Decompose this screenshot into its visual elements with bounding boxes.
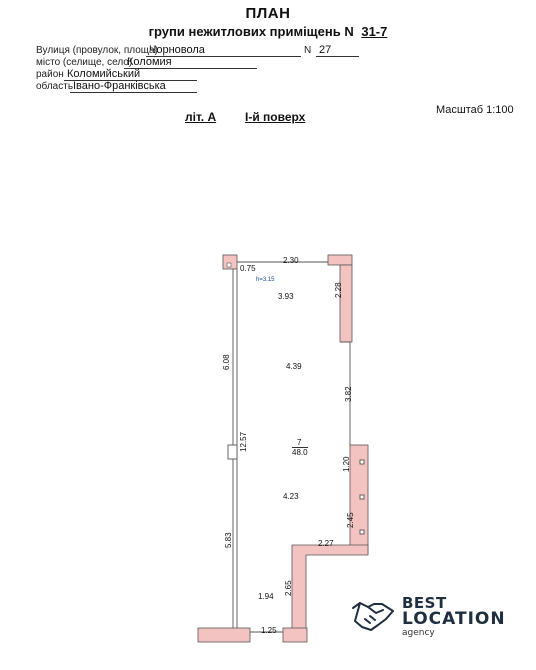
scale-label: Масштаб 1:100 [436,104,514,116]
dim-right-mid: 3.82 [344,386,353,402]
dim-corner-small: 0.75 [240,264,256,273]
dim-step-width: 2.27 [318,539,334,548]
door-mark-1 [359,459,365,465]
area-2: 4.39 [286,362,302,371]
dim-right-upper: 2.28 [334,282,343,298]
dim-left-total: 12.57 [239,431,248,452]
page-subtitle: групи нежитлових приміщень N 31-7 [0,24,536,39]
dim-right-lower: 2.45 [346,512,355,528]
city-value: Коломия [124,56,257,69]
wall-top-right [327,254,353,266]
dim-top-width: 2.30 [283,256,299,265]
group-number: 31-7 [361,24,388,39]
wall-bottom-left [197,627,251,643]
dim-step-height: 2.65 [284,580,293,596]
area-4: 1.94 [258,592,274,601]
room-area: 48.0 [292,447,308,457]
wall-left-niche [227,444,238,460]
logo-line2: LOCATION [402,609,506,629]
area-1: 3.93 [278,292,294,301]
dim-right-door: 1.20 [342,456,351,472]
room-number: 7 [297,438,302,447]
letter-label: літ. А [185,110,217,124]
dim-bottom-width: 1.25 [261,626,277,635]
region-value: Івано-Франківська [70,80,197,93]
door-mark-2 [359,494,365,500]
street-label: Вулиця (провулок, площа) [36,45,158,56]
wall-door-right [349,444,369,554]
page-title: ПЛАН [245,5,291,22]
region-label: область [36,81,74,92]
handshake-icon [352,602,394,631]
area-3: 4.23 [283,492,299,501]
dim-left-upper: 6.08 [222,354,231,370]
street-value: Чорновола [146,44,301,57]
door-mark-3 [359,529,365,535]
number-label: N [304,45,312,56]
logo [350,594,396,634]
subtitle-text: групи нежитлових приміщень N [148,24,354,39]
corner-mark [226,262,232,268]
wall-bottom-right [282,627,308,643]
number-value: 27 [316,44,359,57]
wall-right-upper [339,264,353,343]
dim-left-lower: 5.83 [224,532,233,548]
logo-line3: agency [402,628,435,638]
city-label: місто (селище, село) [36,57,133,68]
logo-line1: BEST [402,594,447,612]
floor-label: І-й поверх [245,110,306,124]
district-value: Коломийський [64,68,197,81]
dim-height-note: h=3.15 [256,277,275,283]
district-label: район [36,69,64,80]
